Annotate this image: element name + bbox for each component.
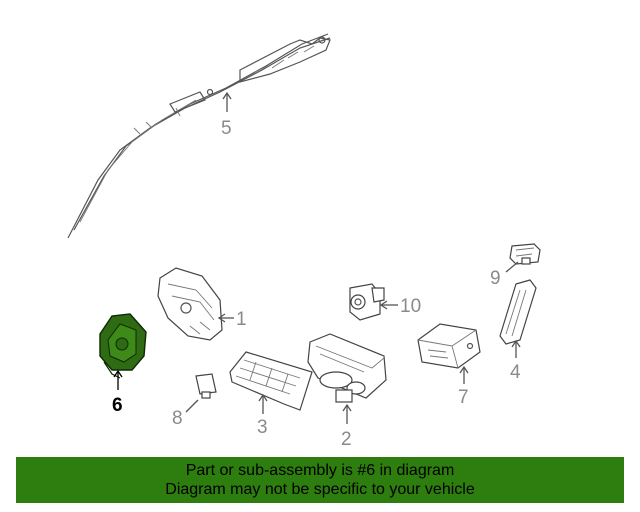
part-10-sensor[interactable] [349,283,385,321]
callout-9[interactable]: 9 [490,268,501,289]
banner-line-2: Diagram may not be specific to your vehi… [165,481,475,498]
part-3-knee-airbag[interactable] [229,351,313,411]
part-5-curtain-airbag[interactable] [67,33,331,239]
info-banner: Part or sub-assembly is #6 in diagram Di… [16,457,624,503]
leader-5-arrow [222,91,232,100]
banner-line-1: Part or sub-assembly is #6 in diagram [185,462,455,479]
callout-6[interactable]: 6 [112,395,123,416]
part-4-side-panel[interactable] [499,279,537,345]
callout-5[interactable]: 5 [221,118,232,139]
callout-8[interactable]: 8 [172,408,183,429]
callout-2[interactable]: 2 [341,429,352,450]
part-8-impact-sensor[interactable] [195,373,217,399]
part-1-driver-airbag[interactable] [157,267,223,341]
part-6-clock-spring[interactable] [99,313,147,379]
leader-9 [505,261,519,273]
leader-8 [185,399,199,413]
part-2-passenger-airbag[interactable] [307,333,387,403]
callout-3[interactable]: 3 [257,417,268,438]
callout-4[interactable]: 4 [510,362,521,383]
part-7-control-module[interactable] [417,323,481,369]
parts-diagram: 5 9 4 10 1 7 [67,33,541,450]
part-9-connector[interactable] [509,243,541,265]
callout-1[interactable]: 1 [236,309,247,330]
callout-10[interactable]: 10 [400,296,421,317]
callout-7[interactable]: 7 [458,387,469,408]
